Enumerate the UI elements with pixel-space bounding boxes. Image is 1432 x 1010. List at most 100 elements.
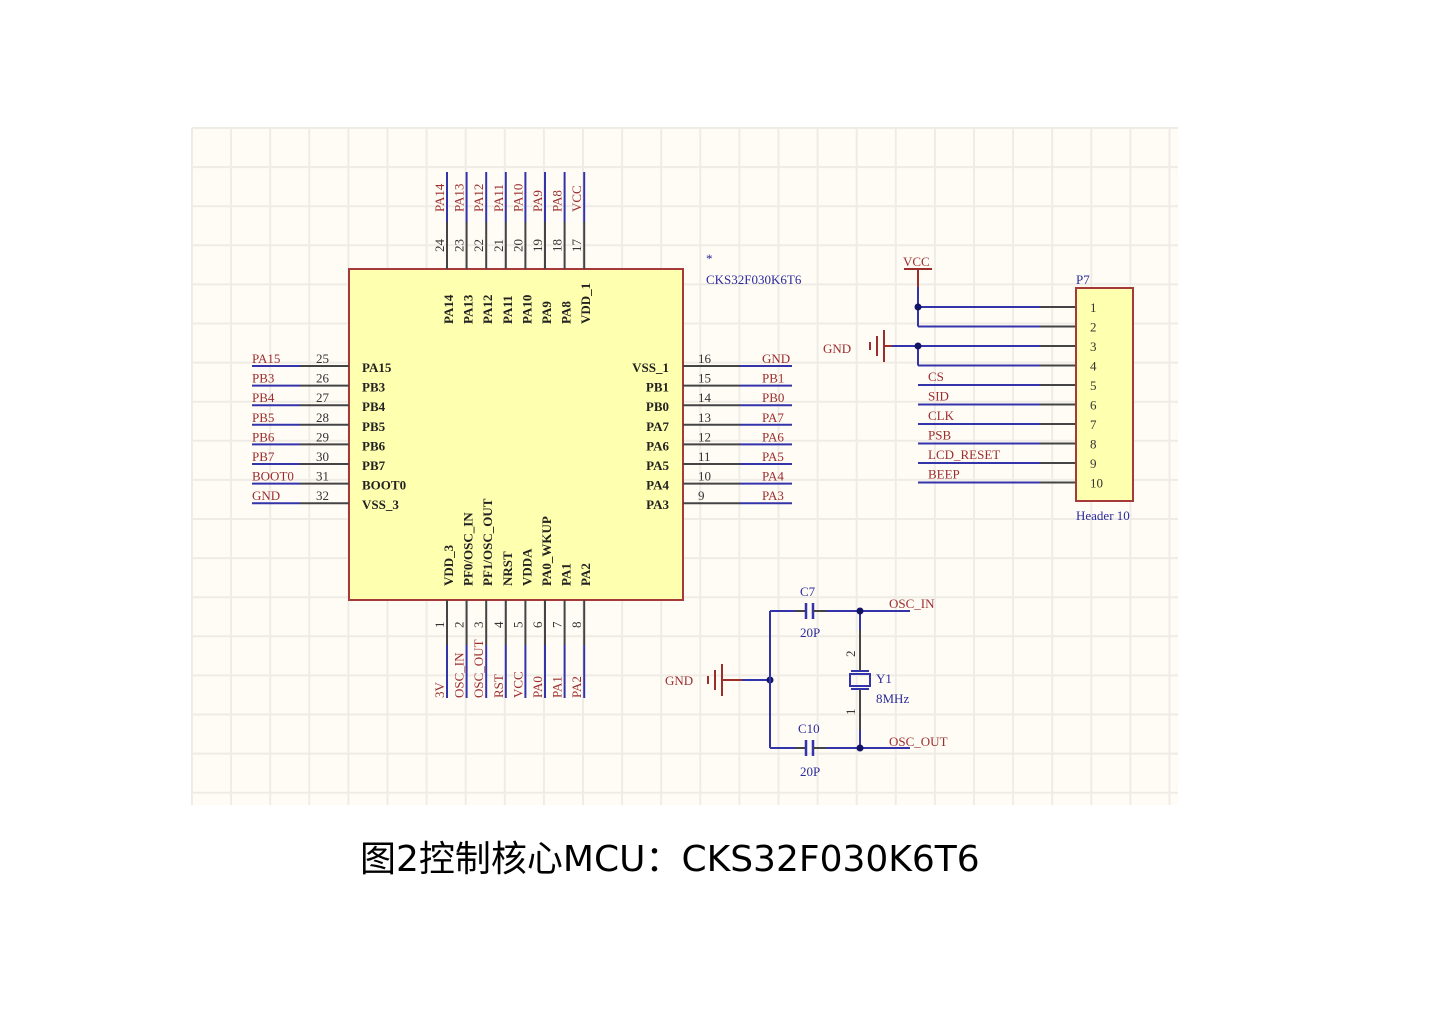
pin-number-bottom: 6 (530, 621, 545, 628)
pin-number-left: 32 (316, 488, 329, 503)
net-label-bottom: PA0 (530, 676, 545, 698)
y1-designator: Y1 (876, 671, 892, 686)
net-label-bottom: OSC_IN (452, 652, 467, 698)
pin-name-right: PA4 (646, 478, 669, 493)
pin-number-left: 27 (316, 390, 330, 405)
junction-dot (914, 303, 922, 311)
net-label-top: PA12 (471, 184, 486, 212)
pin-name-right: PA7 (646, 419, 669, 434)
header-net-label: CLK (928, 408, 955, 423)
pin-name-left: PB6 (362, 438, 386, 453)
pin-name-top: PA8 (559, 301, 574, 324)
crystal-body (849, 673, 871, 687)
y1-value: 8MHz (876, 691, 909, 706)
pin-name-right: PB0 (646, 399, 669, 414)
net-label-left: PB6 (252, 429, 275, 444)
net-label-top: PA14 (432, 183, 447, 212)
pin-number-left: 31 (316, 469, 329, 484)
header-net-label: CS (928, 369, 944, 384)
net-label-right: PB1 (762, 371, 784, 386)
pin-number-top: 18 (550, 239, 565, 252)
pin-name-right: PB1 (646, 380, 669, 395)
pin-name-left: VSS_3 (362, 497, 399, 512)
net-label-left: PA15 (252, 351, 280, 366)
pin-number-right: 13 (698, 410, 711, 425)
pin-name-right: PA3 (646, 497, 669, 512)
mcu-body (348, 268, 684, 601)
pin-name-bottom: PA2 (578, 563, 593, 586)
pin-number-bottom: 4 (491, 621, 506, 628)
header-pin-number: 7 (1090, 417, 1097, 432)
schematic-grid (191, 127, 1178, 805)
pin-name-left: PB3 (362, 380, 386, 395)
pin-number-top: 19 (530, 239, 545, 252)
header-pin-number: 8 (1090, 437, 1097, 452)
pin-number-right: 9 (698, 488, 705, 503)
pin-number-bottom: 8 (569, 622, 584, 629)
pin-number-right: 11 (698, 449, 711, 464)
net-label-top: PA9 (530, 190, 545, 212)
pin-number-top: 22 (471, 239, 486, 252)
net-label-bottom: PA2 (569, 676, 584, 698)
pin-number-top: 20 (510, 239, 525, 252)
pin-number-bottom: 2 (452, 622, 467, 629)
net-label-right: PB0 (762, 390, 784, 405)
net-label-bottom: VCC (510, 671, 525, 698)
net-label-right: PA7 (762, 410, 784, 425)
c10-designator: C10 (798, 721, 820, 736)
net-label-right: PA5 (762, 449, 784, 464)
net-label-bottom: OSC_OUT (471, 639, 486, 698)
pin-number-left: 25 (316, 351, 329, 366)
net-label-bottom: 3V (432, 682, 447, 699)
pin-name-bottom: PF0/OSC_IN (461, 512, 476, 586)
header-pin-number: 3 (1090, 339, 1097, 354)
header-net-label: LCD_RESET (928, 447, 1000, 462)
header-pin-number: 1 (1090, 300, 1097, 315)
pin-number-right: 10 (698, 469, 711, 484)
pin-number-bottom: 5 (510, 622, 525, 629)
net-label-top: PA8 (550, 190, 565, 212)
header-pin-number: 9 (1090, 456, 1097, 471)
net-label-left: PB3 (252, 371, 274, 386)
header-pin-number: 2 (1090, 320, 1097, 335)
osc-gnd-label: GND (665, 673, 693, 688)
header-body (1075, 287, 1134, 502)
pin-number-right: 12 (698, 429, 711, 444)
pin-name-top: PA12 (480, 295, 495, 324)
pin-number-bottom: 3 (471, 622, 486, 629)
pin-number-left: 26 (316, 371, 330, 386)
pin-number-top: 24 (432, 239, 447, 253)
net-label-right: PA3 (762, 488, 784, 503)
header-p7-symbol: P7 Header 10 VCC GND 12345CS6SID7CLK8PSB… (823, 254, 1134, 523)
pin-number-left: 29 (316, 429, 329, 444)
header-pin-number: 10 (1090, 476, 1103, 491)
pin-name-top: PA10 (519, 295, 534, 324)
pin-number-top: 21 (491, 239, 506, 252)
c10-value: 20P (800, 764, 820, 779)
net-label-top: PA13 (452, 184, 467, 212)
junction-dot (914, 342, 922, 350)
pin-name-right: PA5 (646, 458, 669, 473)
pin-name-top: PA9 (539, 301, 554, 324)
junction-dot (856, 744, 864, 752)
grid-background (192, 128, 1178, 805)
pin-name-bottom: PA0_WKUP (539, 516, 554, 586)
pin-number-bottom: 1 (432, 622, 447, 629)
pin-number-right: 15 (698, 371, 711, 386)
osc-out-net-label: OSC_OUT (889, 734, 948, 749)
figure-caption: 图2控制核心MCU：CKS32F030K6T6 (360, 839, 980, 880)
pin-name-top: PA13 (461, 294, 476, 324)
pin-name-bottom: VDDA (519, 548, 534, 586)
header-net-label: SID (928, 389, 949, 404)
header-gnd-label: GND (823, 341, 851, 356)
pin-name-right: VSS_1 (632, 360, 669, 375)
header-vcc-label: VCC (903, 254, 930, 269)
header-part-label: Header 10 (1076, 508, 1130, 523)
pin-name-top: PA14 (441, 294, 456, 324)
pin-name-left: PB7 (362, 458, 386, 473)
header-pin-number: 5 (1090, 378, 1097, 393)
y1-pin-top-number: 2 (843, 651, 858, 658)
net-label-left: GND (252, 488, 280, 503)
pin-name-left: BOOT0 (362, 478, 406, 493)
c7-designator: C7 (800, 584, 816, 599)
